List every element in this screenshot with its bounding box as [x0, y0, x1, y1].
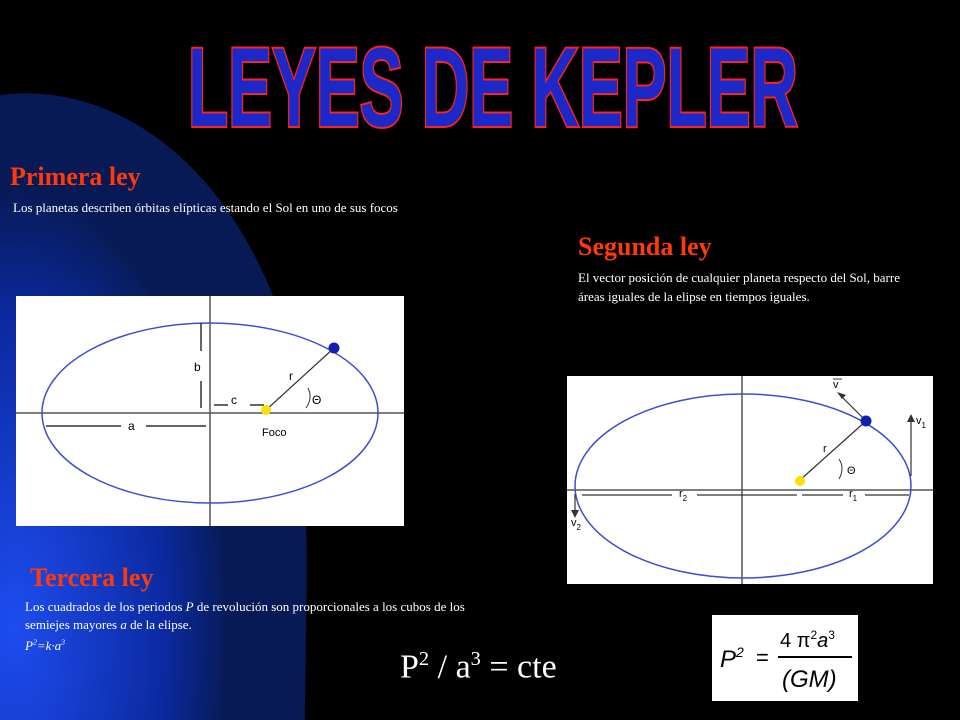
first-law-diagram: b c a r Θ Foco — [16, 296, 404, 526]
label-v1: v1 — [916, 415, 927, 430]
second-law-text: El vector posición de cualquier planeta … — [578, 270, 900, 304]
label-r1: r1 — [849, 488, 858, 503]
second-law-diagram: r2 r1 r Θ v v1 v2 — [567, 376, 933, 584]
orbit-ellipse — [41, 322, 379, 504]
svg-text:=: = — [756, 645, 769, 670]
third-law-heading: Tercera ley — [30, 563, 154, 592]
second-law-heading: Segunda ley — [578, 232, 712, 261]
label-a: a — [128, 419, 135, 433]
label-b: b — [194, 360, 201, 374]
first-law-text: Los planetas describen órbitas elípticas… — [13, 200, 398, 215]
label-v: v — [833, 379, 839, 391]
planet-icon — [860, 415, 872, 427]
label-r: r — [289, 369, 293, 383]
svg-text:P2: P2 — [720, 644, 744, 673]
kepler-formula: P2 / a3 = cte — [400, 648, 557, 686]
page-title: LEYES DE KEPLER — [186, 23, 800, 152]
label-r2: r2 — [679, 488, 688, 503]
svg-text:4 π2a3: 4 π2a3 — [780, 628, 835, 652]
first-law-heading: Primera ley — [10, 162, 141, 191]
sun-icon — [795, 476, 805, 486]
label-theta: Θ — [312, 393, 321, 407]
label-foco: Foco — [262, 427, 286, 439]
orbit-ellipse — [574, 393, 912, 579]
third-law-text: Los cuadrados de los periodos P de revol… — [25, 599, 465, 654]
page-title-text: LEYES DE KEPLER — [188, 25, 798, 150]
label-theta: Θ — [847, 465, 856, 477]
label-v2: v2 — [571, 517, 582, 532]
label-c: c — [231, 393, 237, 407]
third-law-equation: P2=k·a3 — [25, 638, 66, 654]
kepler-formula-image: P2 = 4 π2a3 (GM) — [712, 615, 858, 701]
planet-icon — [328, 342, 340, 354]
svg-text:(GM): (GM) — [782, 666, 837, 693]
label-r: r — [823, 443, 827, 455]
sun-icon — [261, 405, 271, 415]
